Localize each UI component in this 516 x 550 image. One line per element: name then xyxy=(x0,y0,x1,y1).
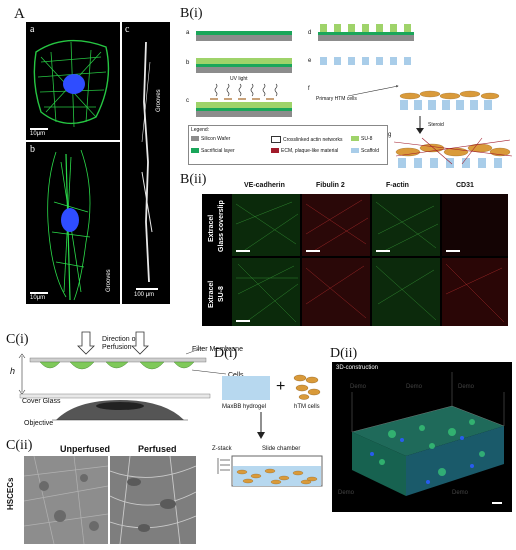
unperfused-label: Unperfused xyxy=(60,444,111,454)
perfusion-label: Perfusion xyxy=(102,344,132,351)
zstack-label: Z-stack xyxy=(212,446,232,452)
step-f-label: f xyxy=(308,86,310,92)
bii-micrographs xyxy=(232,194,508,326)
slide-chamber-label: Slide chamber xyxy=(262,446,301,452)
micrograph-A-a: a 10μm xyxy=(26,22,120,140)
scale-text-c: 100 μm xyxy=(134,292,155,298)
cells-label: Cells xyxy=(228,372,244,379)
perfusion-diagram xyxy=(18,331,227,421)
step-f-diagram xyxy=(347,85,500,110)
legend-item-silicon: Silicon Wafer xyxy=(191,136,230,142)
actin-swatch xyxy=(271,136,281,143)
cover-glass-label: Cover Glass xyxy=(22,398,61,405)
legend-item-sacrificial: Sacrificial layer xyxy=(191,148,235,154)
row-head-glass-2: Glass coverslip xyxy=(218,200,225,252)
su8-swatch xyxy=(351,136,359,142)
hscecs-label: HSCECs xyxy=(6,477,15,510)
steroid-label: Steroid xyxy=(428,122,444,128)
step-b-label: b xyxy=(186,60,190,66)
scale-text-b: 10μm xyxy=(30,295,46,301)
panel-label-Dii: D(ii) xyxy=(330,346,358,361)
scale-bar-c xyxy=(136,288,158,290)
steroid-arrow xyxy=(416,116,424,134)
hydrogel-box xyxy=(222,376,270,400)
col-head-ve-cadherin: VE-cadherin xyxy=(244,182,285,189)
direction-label: Direction of xyxy=(102,336,138,343)
unperfused-texture xyxy=(23,455,109,545)
step-g-diagram xyxy=(393,137,513,168)
htm-cells-label: hTM cells xyxy=(294,404,320,410)
panel-label-Ci: C(i) xyxy=(6,332,29,347)
sacrificial-swatch xyxy=(191,148,199,154)
height-label: h xyxy=(10,366,16,376)
scale-bar-a xyxy=(30,128,48,130)
legend-item-su8: SU-8 xyxy=(351,136,372,142)
panel-label-Bi: B(i) xyxy=(180,6,203,21)
micrograph-A-c: c Grooves 100 μm xyxy=(122,22,170,304)
legend-item-ecm: ECM, plaque-like material xyxy=(271,148,338,154)
legend-item-scaffold: Scaffold xyxy=(351,148,379,154)
panel-label-Cii: C(ii) xyxy=(6,438,33,453)
step-e-label: e xyxy=(308,58,312,64)
watermark-2: Demo xyxy=(406,384,423,390)
panel-label-A: A xyxy=(14,6,25,22)
3d-volume-render xyxy=(351,372,505,504)
primary-cells-label: Primary HTM cells xyxy=(316,96,357,102)
perfused-texture xyxy=(109,455,197,545)
uv-light-label: UV light xyxy=(230,76,248,82)
perfused-label: Perfused xyxy=(138,444,177,454)
grayscale-cell-image-c xyxy=(141,41,153,283)
row-head-su8-1: Extracel xyxy=(208,280,215,308)
sub-label-b: b xyxy=(30,144,35,155)
3d-construction-image: 3D-construction Demo Demo Demo Demo Demo xyxy=(332,362,512,512)
actin-cell-image-b xyxy=(47,149,91,301)
micrograph-A-b: b Grooves 10μm xyxy=(26,142,120,304)
actin-cell-image-a xyxy=(33,39,110,128)
slide-chamber-diagram xyxy=(217,455,323,487)
down-arrow xyxy=(257,412,265,439)
unperfused-image xyxy=(23,455,109,545)
watermark-3: Demo xyxy=(458,384,475,390)
row-head-su8-2: SU-8 xyxy=(218,286,225,302)
silicon-swatch xyxy=(191,136,199,142)
step-a-label: a xyxy=(186,30,190,36)
scaffold-swatch xyxy=(351,148,359,154)
sub-label-a: a xyxy=(30,24,35,35)
perfused-image xyxy=(109,455,197,545)
row-head-glass-1: Extracel xyxy=(208,214,215,242)
sub-label-c: c xyxy=(125,24,130,35)
step-d-label: d xyxy=(308,30,312,36)
plus-sign: + xyxy=(276,378,286,395)
legend-box: Legend: Silicon Wafer Crosslinked actin … xyxy=(188,125,388,165)
col-head-cd31: CD31 xyxy=(456,182,474,189)
objective-label: Objective xyxy=(24,420,54,427)
panel-label-Di: D(i) xyxy=(214,346,238,361)
step-e-diagram xyxy=(320,57,411,65)
scale-text-a: 10μm xyxy=(30,131,46,137)
col-head-fibulin: Fibulin 2 xyxy=(316,182,345,189)
step-c-diagram xyxy=(196,83,292,117)
col-head-f-actin: F-actin xyxy=(386,182,409,189)
3d-title: 3D-construction xyxy=(336,365,379,371)
step-b-diagram xyxy=(196,58,292,73)
bii-grid: Extracel Glass coverslip Extracel SU-8 xyxy=(202,194,508,326)
scale-bar-b xyxy=(30,292,48,294)
ecm-swatch xyxy=(271,148,279,154)
watermark-1: Demo xyxy=(350,384,367,390)
step-c-label: c xyxy=(186,98,189,104)
watermark-5: Demo xyxy=(452,490,469,496)
filter-membrane-label: Filter Membrane xyxy=(192,346,243,353)
hydrogel-label: MaxBB hydrogel xyxy=(222,404,267,410)
step-g-label: g xyxy=(388,132,392,138)
grooves-label-b: Grooves xyxy=(106,269,112,292)
legend-title: Legend: xyxy=(191,127,210,133)
step-d-diagram xyxy=(318,24,414,41)
legend-item-actin: Crosslinked actin networks xyxy=(271,136,342,143)
watermark-4: Demo xyxy=(338,490,355,496)
grooves-label-c: Grooves xyxy=(156,89,162,112)
step-a-diagram xyxy=(196,31,292,41)
panel-label-Bii: B(ii) xyxy=(180,172,207,187)
htm-cells-icon xyxy=(293,374,321,400)
